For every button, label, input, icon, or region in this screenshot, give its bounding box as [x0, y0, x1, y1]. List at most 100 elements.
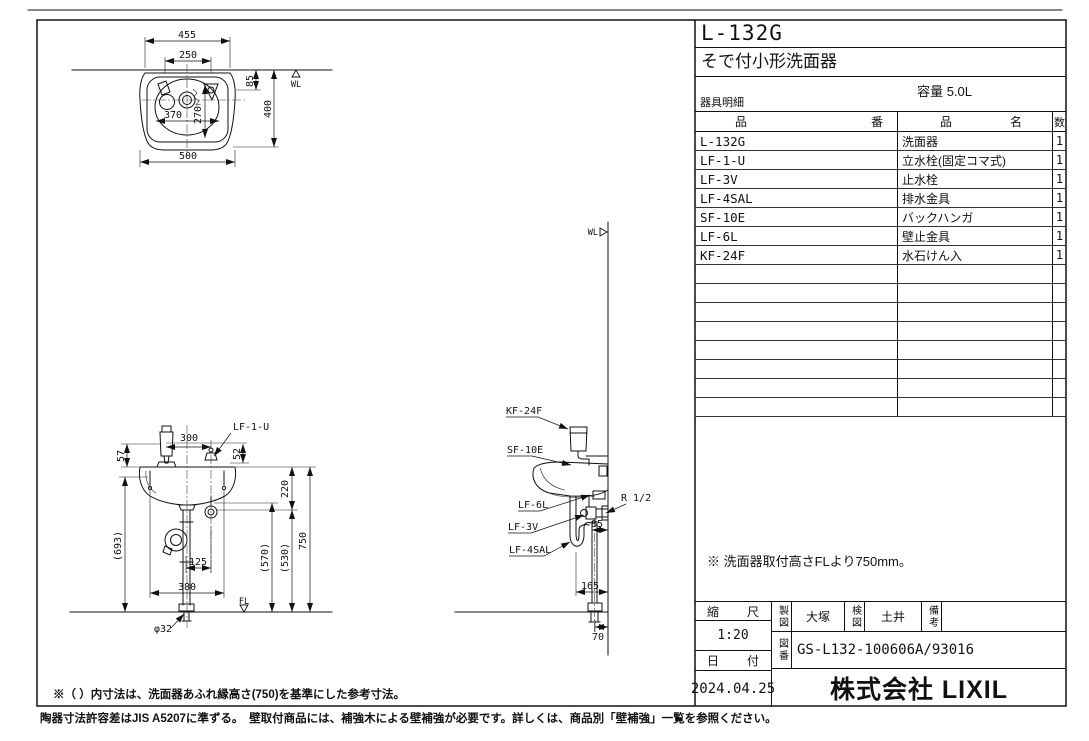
dim-top-width: 455 — [178, 30, 196, 41]
part-name: 立水栓(固定コマ式) — [898, 151, 1053, 169]
dim-basin-width: 370 — [164, 110, 182, 121]
soap-holder-plan — [203, 83, 219, 102]
table-empty-row — [695, 341, 1066, 360]
wall-bracket-side — [592, 490, 606, 500]
floor-escutcheon-front — [178, 603, 195, 612]
part-code: LF-6L — [695, 227, 898, 245]
part-name: 壁止金具 — [898, 227, 1053, 245]
header-name-r: 名 — [1009, 115, 1022, 129]
table-row: LF-4SAL 排水金具 1 — [695, 189, 1066, 208]
part-code: KF-24F — [695, 246, 898, 264]
footnote-reference-dims: ※（ ）内寸法は、洗面器あふれ縁高さ(750)を基準にした参考寸法。 — [53, 689, 406, 701]
table-row: LF-1-U 立水栓(固定コマ式) 1 — [695, 151, 1066, 170]
back-hanger-side — [598, 465, 608, 477]
part-qty: 1 — [1055, 153, 1064, 167]
checker-label: 検図 — [849, 604, 861, 629]
drafter-name: 大塚 — [792, 602, 845, 632]
front-view: LF-1-U 300 57 52 — [69, 422, 333, 635]
side-wall-marker-triangle — [599, 227, 608, 237]
label-stop-valve: LF-3V — [508, 522, 538, 533]
dim-hole-offset: 85 — [245, 75, 256, 87]
dim-outlet-height: (530) — [280, 543, 291, 573]
label-soap-dispenser: KF-24F — [506, 406, 542, 417]
header-code-l: 品 — [735, 115, 748, 129]
part-code: L-132G — [695, 132, 898, 150]
dim-depth: 400 — [263, 100, 274, 118]
header-qty: 数 — [1054, 116, 1065, 129]
table-empty-row — [695, 379, 1066, 398]
scale-value: 1:20 — [695, 621, 772, 651]
floor-line-marker: FL — [239, 597, 249, 607]
part-qty: 1 — [1055, 248, 1064, 262]
dim-valve-to-wall: 85 — [591, 519, 603, 530]
part-name: 排水金具 — [898, 189, 1053, 207]
dim-bolt-pitch: 380 — [178, 582, 196, 593]
dim-pipe-to-wall: 70 — [592, 632, 604, 643]
table-row: L-132G 洗面器 1 — [695, 132, 1066, 151]
dim-rim-to-outlet: 220 — [280, 480, 291, 498]
table-row: SF-10E バックハンガ 1 — [695, 208, 1066, 227]
part-code: LF-4SAL — [695, 189, 898, 207]
title-block: 縮尺 1:20 日付 2024.04.25 製図 大塚 検図 土井 備考 図番 … — [691, 601, 1066, 707]
dim-pipe-diameter: φ32 — [154, 624, 172, 635]
table-empty-row — [695, 284, 1066, 303]
part-qty: 1 — [1055, 210, 1064, 224]
stop-valve-side — [585, 506, 597, 520]
parts-list-title: 器具明細 — [700, 97, 744, 109]
info-panel: L-132G そで付小形洗面器 容量 5.0L 器具明細 品 番 品 名 数 L… — [691, 20, 1066, 707]
table-empty-row — [695, 322, 1066, 341]
table-row: LF-6L 壁止金具 1 — [695, 227, 1066, 246]
checker-name: 土井 — [865, 602, 922, 632]
label-faucet: LF-1-U — [233, 422, 269, 433]
capacity-label: 容量 5.0L — [917, 84, 972, 99]
faucet-front — [159, 431, 174, 457]
sink-outline-front — [138, 466, 237, 506]
remarks-label: 備考 — [926, 604, 938, 629]
part-name: バックハンガ — [898, 208, 1053, 226]
part-name: 止水栓 — [898, 170, 1053, 188]
parts-table-header: 品 番 品 名 数 — [695, 112, 1066, 132]
dim-overall-width: 500 — [179, 151, 197, 162]
drafter-label: 製図 — [776, 604, 788, 629]
dim-valve-height: (570) — [260, 543, 271, 573]
dim-faucet-pitch: 250 — [179, 50, 197, 61]
table-row: LF-3V 止水栓 1 — [695, 170, 1066, 189]
dim-ref-height: (693) — [113, 531, 124, 561]
dim-hole-pitch: 300 — [180, 433, 198, 444]
dim-trap-to-wall: 165 — [581, 581, 599, 592]
drawing-number: GS-L132-100606A/93016 — [792, 632, 1066, 669]
side-view: WL KF-24F — [454, 221, 651, 656]
part-qty: 1 — [1055, 172, 1064, 186]
label-thread: R 1/2 — [621, 493, 651, 504]
mounting-height-note: ※ 洗面器取付高さFLより750mm。 — [707, 554, 912, 569]
company-name: 株式会社 LIXIL — [829, 676, 1009, 704]
side-wall-marker: WL — [588, 228, 598, 238]
dim-basin-depth: 270 — [193, 106, 204, 124]
part-code: SF-10E — [695, 208, 898, 226]
dim-spout-height: 57 — [116, 450, 127, 462]
part-code: LF-3V — [695, 170, 898, 188]
table-empty-row — [695, 360, 1066, 379]
sheet-frame — [27, 9, 1067, 707]
drawing-no-label: 図番 — [776, 638, 788, 662]
label-drain-fitting: LF-4SAL — [509, 545, 551, 556]
dim-hole-height: 52 — [232, 448, 243, 460]
product-info-row: 容量 5.0L 器具明細 — [695, 77, 1066, 112]
table-empty-row — [695, 303, 1066, 322]
table-row: KF-24F 水石けん入 1 — [695, 246, 1066, 265]
part-name: 洗面器 — [898, 132, 1053, 150]
date-label: 日付 — [695, 651, 772, 671]
soap-dispenser-side — [569, 426, 588, 452]
floor-escutcheon-side — [587, 602, 603, 612]
product-model: L-132G — [695, 20, 1066, 48]
scale-label: 縮尺 — [695, 602, 772, 621]
remarks-value — [942, 602, 1066, 632]
table-empty-row — [695, 265, 1066, 284]
floor-marker-triangle — [239, 604, 249, 613]
faucet-plan — [157, 80, 171, 96]
part-qty: 1 — [1055, 191, 1064, 205]
drain-flange-front — [178, 504, 196, 511]
table-empty-row — [695, 398, 1066, 417]
dim-rim-height: 750 — [298, 532, 309, 550]
